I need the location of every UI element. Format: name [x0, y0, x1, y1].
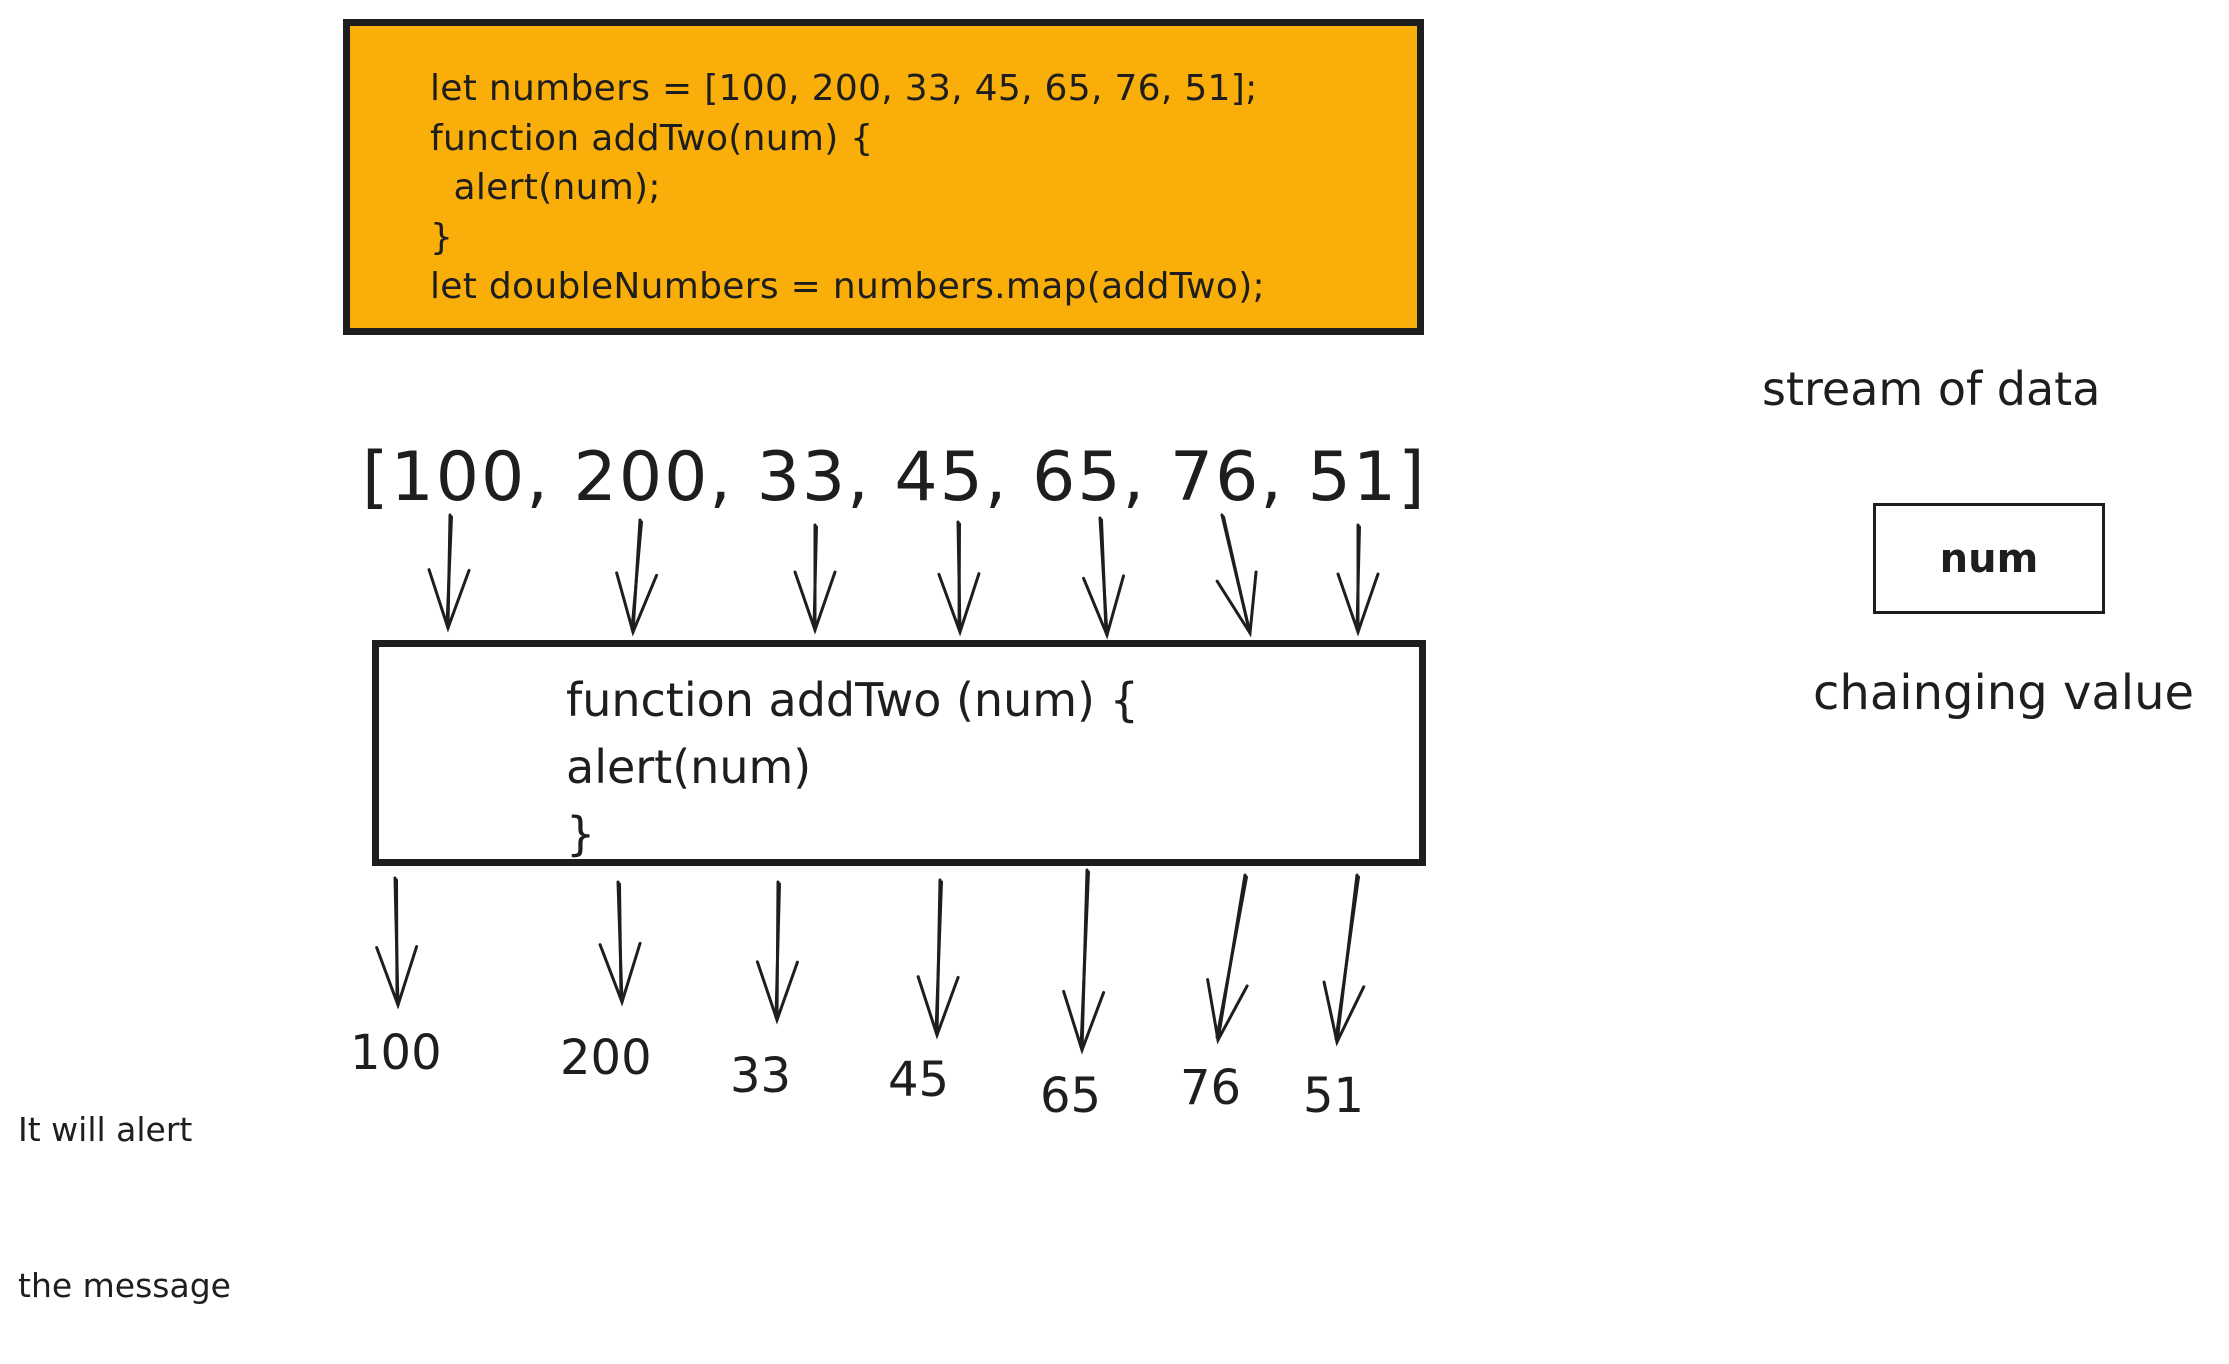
input-arrow-4 [937, 520, 981, 637]
input-arrow-2 [615, 518, 659, 637]
code-line-5: let doubleNumbers = numbers.map(addTwo); [430, 266, 1265, 307]
output-value-2: 200 [560, 1030, 652, 1086]
output-value-1: 100 [350, 1025, 442, 1081]
output-value-3: 33 [730, 1048, 792, 1104]
code-line-3: alert(num); [430, 167, 661, 208]
output-arrow-1 [375, 876, 419, 1010]
function-line-1: function addTwo (num) { [566, 673, 1139, 727]
code-block: let numbers = [100, 200, 33, 45, 65, 76,… [343, 19, 1424, 335]
input-arrow-5 [1082, 516, 1125, 640]
alert-note-line-1: It will alert [18, 1110, 193, 1149]
stream-of-data-label: stream of data [1762, 362, 2101, 416]
input-array: [100, 200, 33, 45, 65, 76, 51] [362, 438, 1427, 517]
input-arrow-3 [793, 523, 837, 635]
output-arrow-3 [755, 880, 799, 1025]
function-line-3: } [566, 807, 596, 861]
output-arrow-4 [916, 878, 960, 1040]
function-box: function addTwo (num) { alert(num) } [372, 640, 1426, 866]
code-line-2: function addTwo(num) { [430, 117, 874, 159]
output-arrow-2 [598, 880, 642, 1007]
output-arrow-7 [1322, 873, 1366, 1047]
code-line-1: let numbers = [100, 200, 33, 45, 65, 76,… [430, 68, 1258, 109]
num-param-label: num [1939, 535, 2039, 582]
output-arrow-6 [1206, 873, 1249, 1045]
output-value-5: 65 [1040, 1068, 1102, 1124]
changing-value-label: chainging value [1813, 665, 2195, 721]
code-line-4: } [430, 216, 454, 258]
num-param-box: num [1873, 503, 2105, 614]
alert-note: It will alert the message [18, 1000, 231, 1364]
input-arrow-6 [1215, 513, 1258, 638]
arrows-layer [375, 513, 1380, 1055]
input-arrow-1 [427, 513, 471, 633]
output-value-4: 45 [888, 1052, 950, 1108]
output-value-7: 51 [1303, 1068, 1365, 1124]
function-line-2: alert(num) [566, 740, 812, 794]
alert-note-line-2: the message [18, 1266, 231, 1305]
output-value-6: 76 [1180, 1060, 1242, 1116]
output-arrow-5 [1062, 868, 1106, 1055]
input-arrow-7 [1336, 523, 1380, 637]
